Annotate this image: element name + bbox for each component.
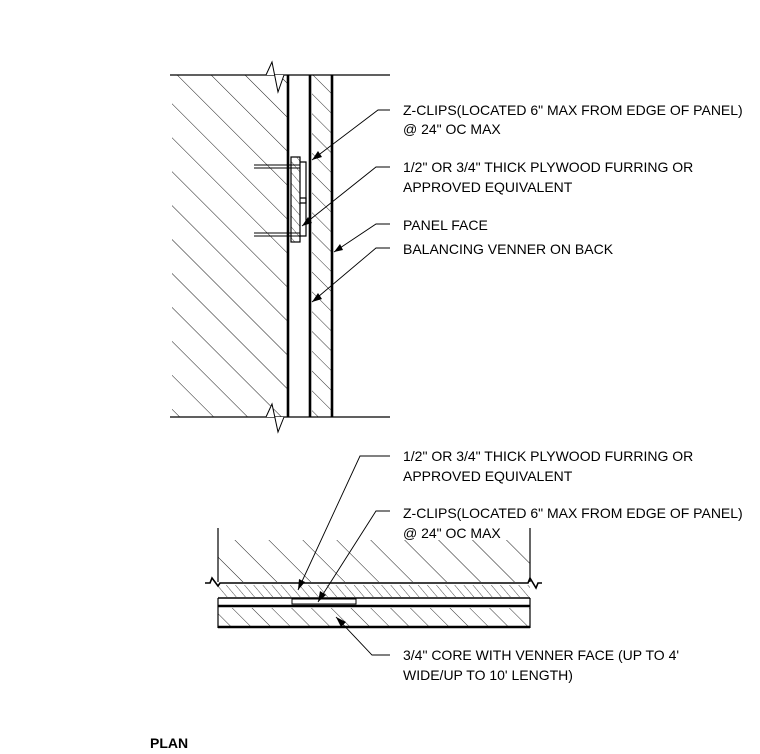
section-leader-balancing-veneer: [311, 247, 390, 303]
plan-detail: 1/2" OR 3/4" THICK PLYWOOD FURRING OR AP…: [205, 448, 743, 683]
section-note-z-clips-line2: @ 24" OC MAX: [403, 121, 501, 137]
section-note-panel-face: PANEL FACE: [403, 217, 488, 233]
plan-note-core-line1: 3/4" CORE WITH VENNER FACE (UP TO 4': [403, 647, 679, 663]
plan-leader-furring-arrow: [298, 579, 305, 590]
plan-note-furring-line2: APPROVED EQUIVALENT: [403, 468, 573, 484]
section-note-balancing-veneer: BALANCING VENNER ON BACK: [403, 241, 614, 257]
plan-leader-core-arrow: [336, 617, 346, 627]
section-leader-furring-arrow: [302, 217, 312, 226]
plan-title: PLAN: [150, 735, 188, 751]
section-bottom-break-mark: [265, 402, 285, 434]
plan-leader-z-clips: [317, 510, 390, 603]
plan-leader-furring: [297, 455, 390, 591]
section-leader-panel-face-arrow: [334, 244, 343, 252]
plan-plywood-furring-band: [218, 585, 530, 597]
plan-leader-core: [335, 616, 390, 656]
plan-note-core-line2: WIDE/UP TO 10' LENGTH): [403, 667, 573, 683]
section-top-break-mark: [265, 60, 285, 94]
section-leader-z-clips-arrow: [312, 151, 322, 160]
section-wall-substrate: [172, 75, 288, 417]
section-plywood-furring: [290, 156, 301, 243]
plan-veneer-panel-core: [218, 608, 530, 626]
plan-wall-substrate: [218, 540, 530, 582]
section-leader-balancing-veneer-arrow: [312, 293, 322, 302]
plan-wall-face-line: [205, 576, 542, 590]
plan-note-z-clips-line2: @ 24" OC MAX: [403, 525, 501, 541]
section-leader-panel-face: [333, 223, 390, 253]
plan-leader-z-clips-arrow: [318, 591, 326, 602]
plan-note-z-clips-line1: Z-CLIPS(LOCATED 6" MAX FROM EDGE OF PANE…: [403, 505, 743, 521]
section-detail: Z-CLIPS(LOCATED 6" MAX FROM EDGE OF PANE…: [170, 60, 743, 434]
section-leader-z-clips: [311, 109, 390, 161]
section-veneer-panel-core: [312, 75, 331, 417]
section-z-clip-upper: [300, 161, 307, 204]
plan-note-furring-line1: 1/2" OR 3/4" THICK PLYWOOD FURRING OR: [403, 448, 693, 464]
section-note-furring-line2: APPROVED EQUIVALENT: [403, 179, 573, 195]
section-leader-furring: [301, 166, 390, 227]
section-note-furring-line1: 1/2" OR 3/4" THICK PLYWOOD FURRING OR: [403, 159, 693, 175]
plan-z-clip: [291, 598, 357, 605]
section-note-z-clips-line1: Z-CLIPS(LOCATED 6" MAX FROM EDGE OF PANE…: [403, 102, 743, 118]
section-z-clip-lower: [300, 197, 307, 237]
